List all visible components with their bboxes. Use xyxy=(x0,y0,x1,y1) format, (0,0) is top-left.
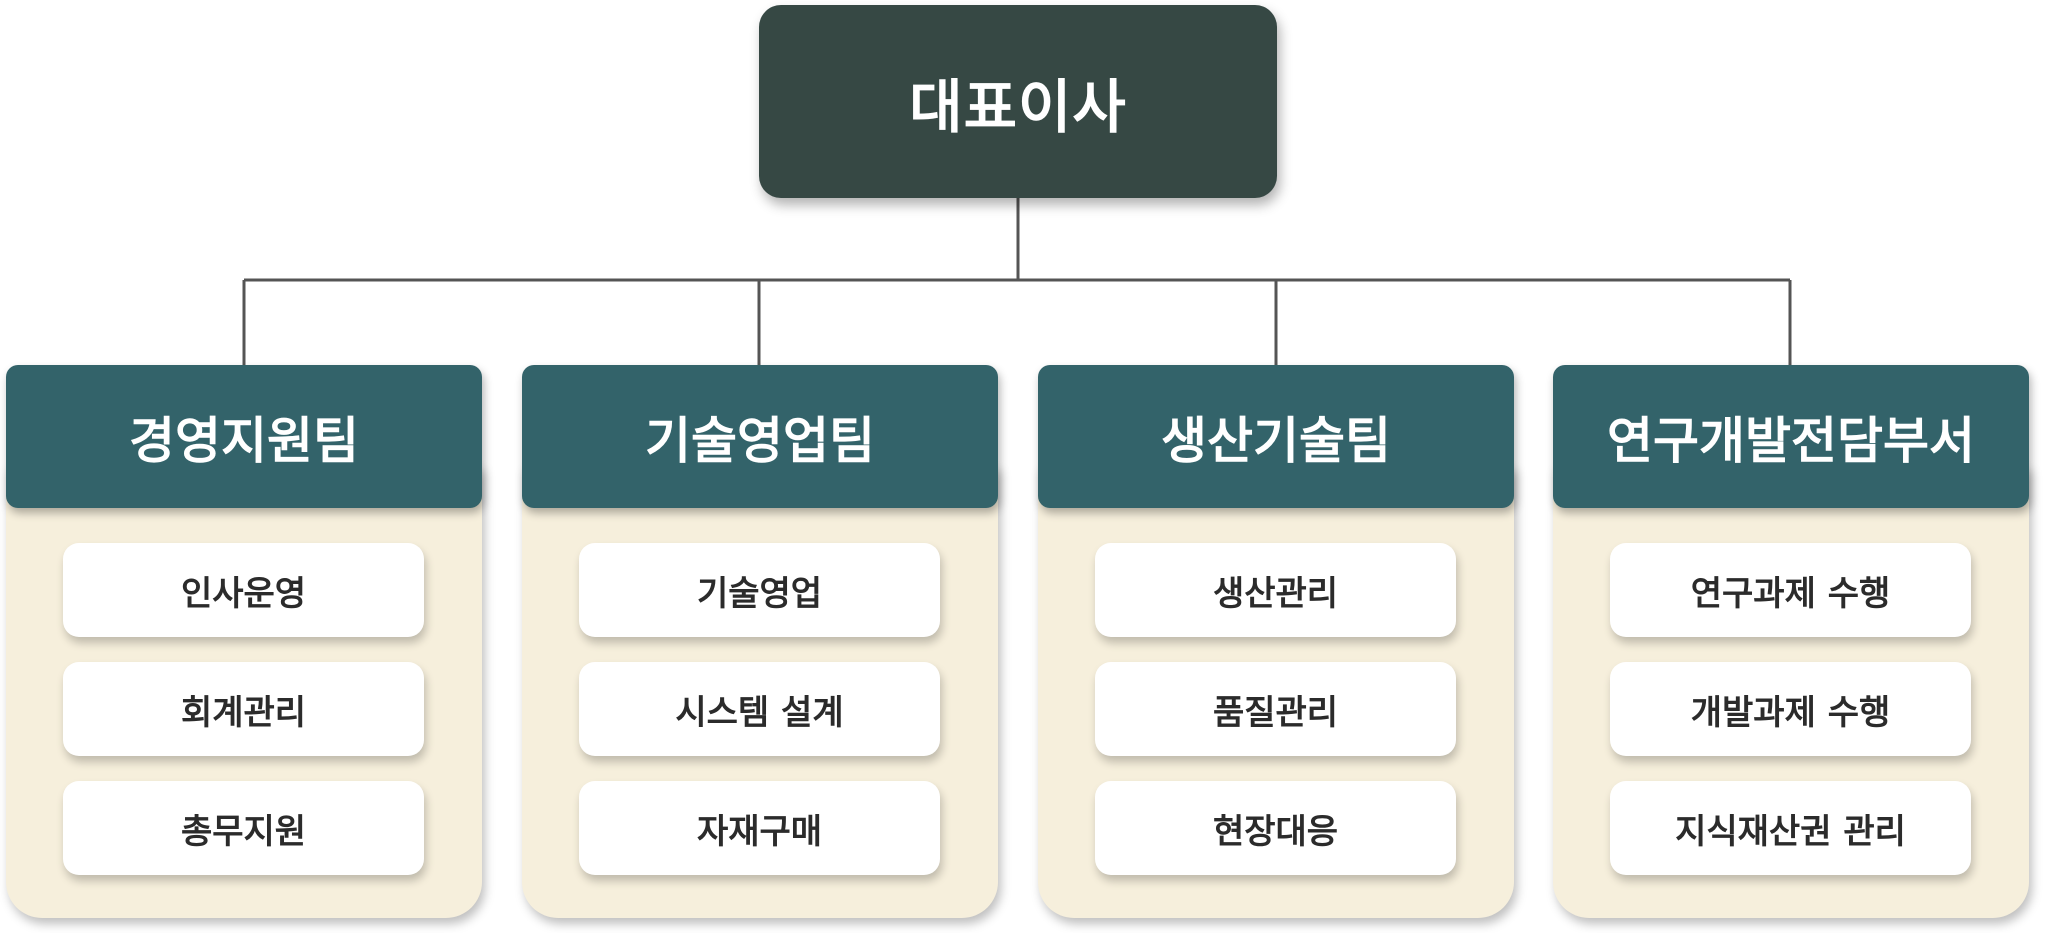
department-title: 연구개발전담부서 xyxy=(1607,411,1975,470)
department-production-engineering: 생산기술팀 생산관리 품질관리 현장대응 xyxy=(1038,365,1514,918)
department-function-list: 생산관리 품질관리 현장대응 xyxy=(1095,543,1456,900)
department-title: 경영지원팀 xyxy=(129,411,359,470)
function-item: 품질관리 xyxy=(1095,662,1456,756)
function-item: 자재구매 xyxy=(579,781,940,875)
department-management-support: 경영지원팀 인사운영 회계관리 총무지원 xyxy=(6,365,482,918)
ceo-title: 대표이사 xyxy=(909,72,1127,141)
department-header: 생산기술팀 xyxy=(1038,365,1514,508)
function-item: 현장대응 xyxy=(1095,781,1456,875)
function-item: 회계관리 xyxy=(63,662,424,756)
function-item: 총무지원 xyxy=(63,781,424,875)
ceo-node: 대표이사 xyxy=(759,5,1277,198)
function-item: 개발과제 수행 xyxy=(1610,662,1971,756)
department-title: 생산기술팀 xyxy=(1161,411,1391,470)
department-function-list: 기술영업 시스템 설계 자재구매 xyxy=(579,543,940,900)
department-header: 경영지원팀 xyxy=(6,365,482,508)
department-rnd: 연구개발전담부서 연구과제 수행 개발과제 수행 지식재산권 관리 xyxy=(1553,365,2029,918)
department-header: 기술영업팀 xyxy=(522,365,998,508)
department-technical-sales: 기술영업팀 기술영업 시스템 설계 자재구매 xyxy=(522,365,998,918)
department-function-list: 연구과제 수행 개발과제 수행 지식재산권 관리 xyxy=(1610,543,1971,900)
function-item: 기술영업 xyxy=(579,543,940,637)
function-item: 지식재산권 관리 xyxy=(1610,781,1971,875)
department-function-list: 인사운영 회계관리 총무지원 xyxy=(63,543,424,900)
function-item: 시스템 설계 xyxy=(579,662,940,756)
function-item: 생산관리 xyxy=(1095,543,1456,637)
department-title: 기술영업팀 xyxy=(645,411,875,470)
function-item: 연구과제 수행 xyxy=(1610,543,1971,637)
function-item: 인사운영 xyxy=(63,543,424,637)
department-header: 연구개발전담부서 xyxy=(1553,365,2029,508)
